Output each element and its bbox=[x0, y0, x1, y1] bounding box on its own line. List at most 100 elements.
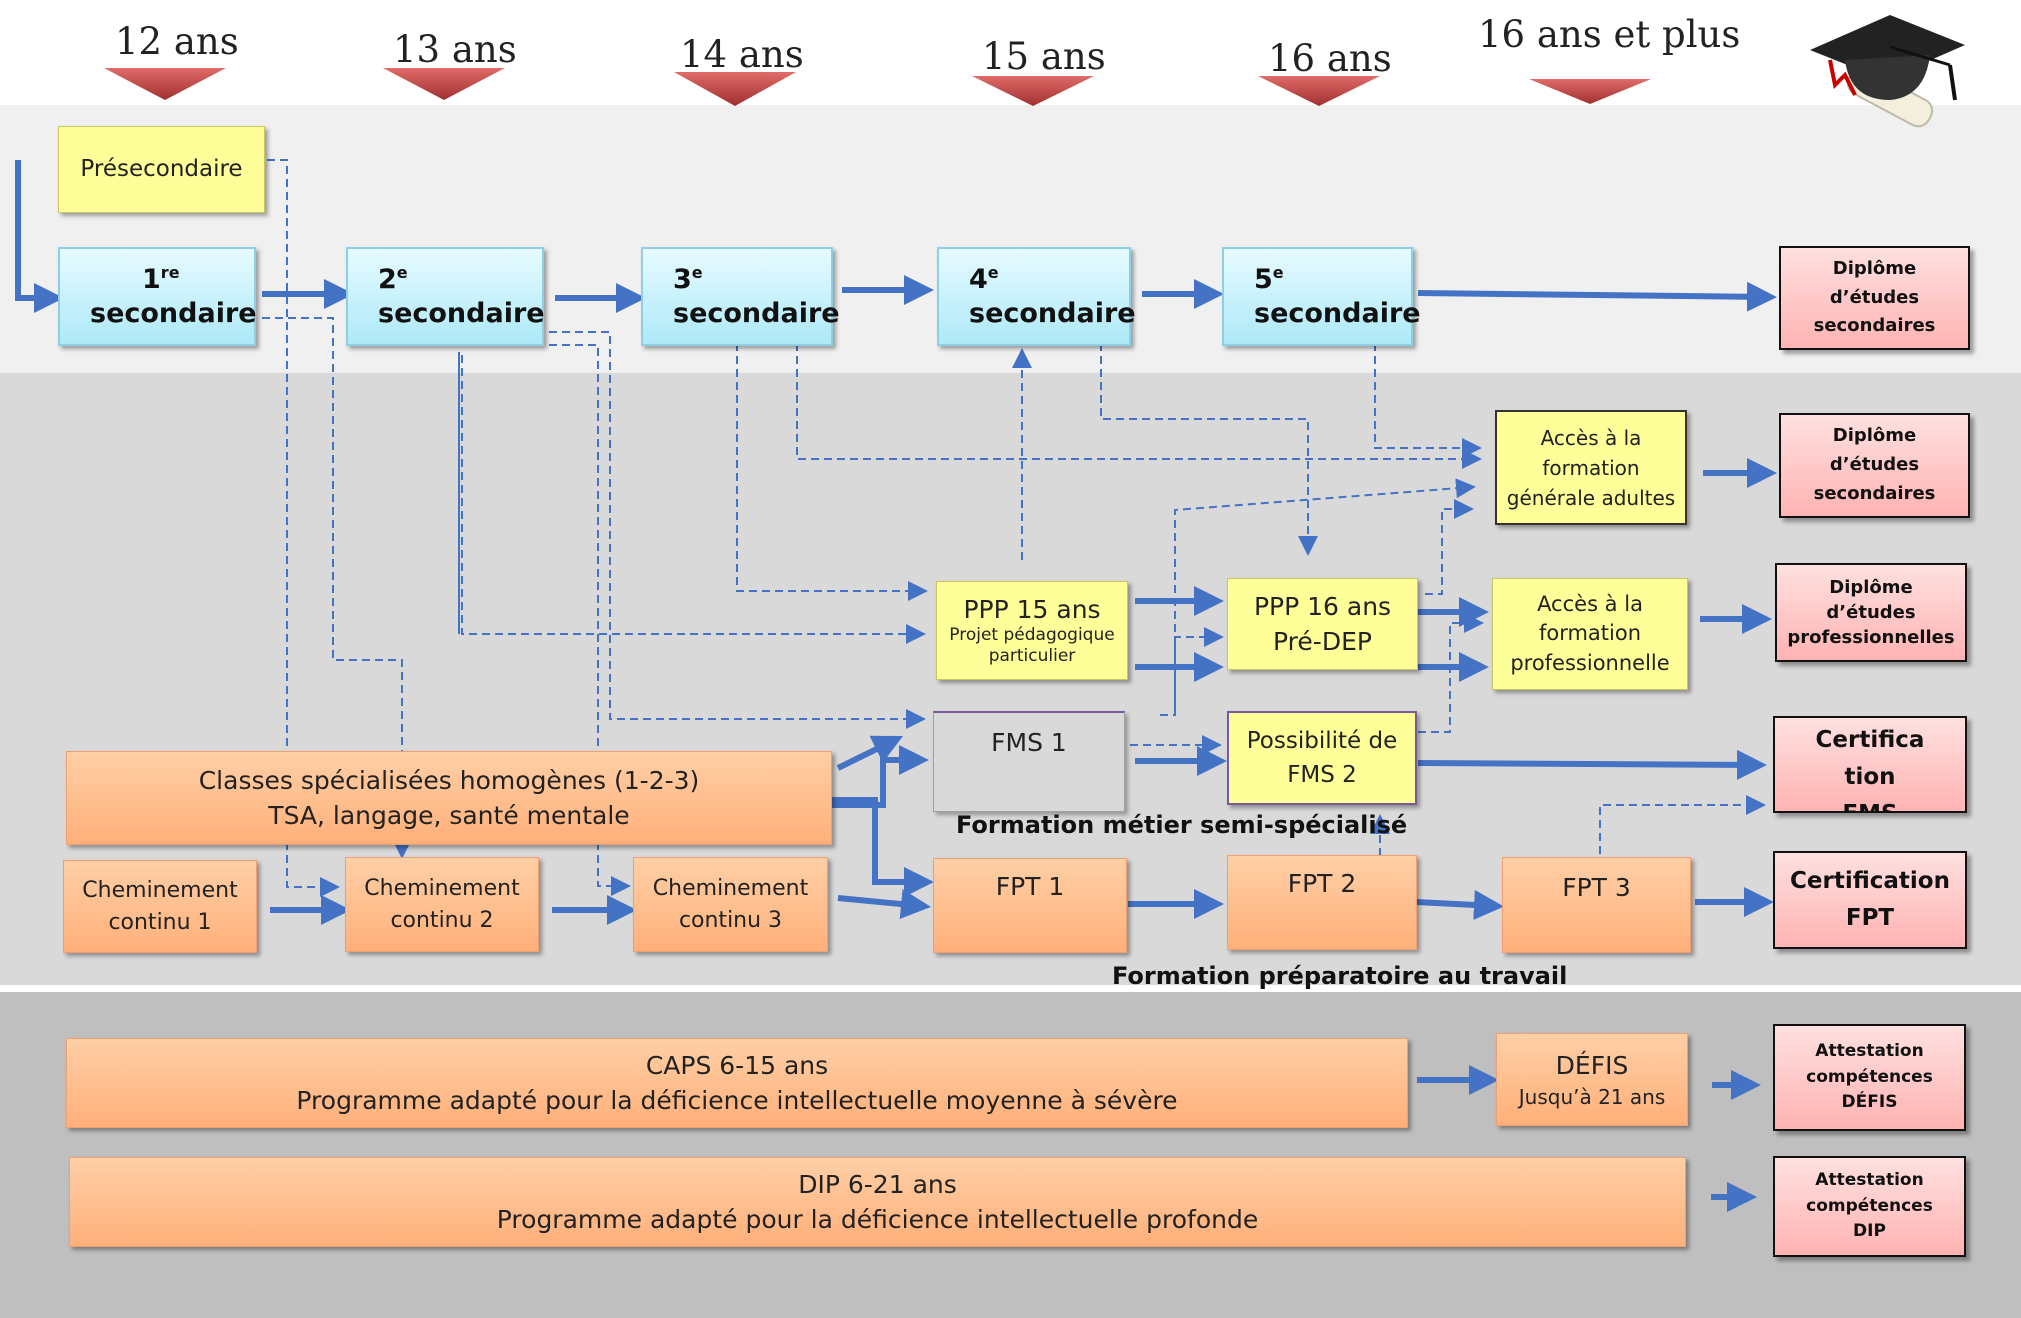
age-16-plus: 16 ans et plus bbox=[1478, 13, 1741, 56]
fpt3-label: FPT 3 bbox=[1562, 873, 1631, 902]
cheminement-line: continu 1 bbox=[108, 909, 212, 935]
grade-3-label: secondaire bbox=[673, 297, 840, 329]
ppp15-sub: particulier bbox=[988, 646, 1076, 667]
caps-line: CAPS 6-15 ans bbox=[645, 1051, 829, 1080]
caps-box: CAPS 6-15 ans Programme adapté pour la d… bbox=[66, 1038, 1408, 1128]
certification-fms: Certifica tion FMS bbox=[1773, 716, 1967, 813]
diploma-des-2: Diplôme d’études secondaires bbox=[1779, 413, 1970, 518]
grade-5-label: secondaire bbox=[1254, 297, 1421, 329]
grade-2-sup: e bbox=[396, 262, 408, 282]
acces-line: Accès à la bbox=[1540, 425, 1642, 450]
diploma-line: Attestation bbox=[1815, 1170, 1924, 1191]
grade-4-num: 4 bbox=[969, 263, 988, 295]
ppp15-sub: Projet pédagogique bbox=[949, 624, 1115, 645]
diploma-line: Attestation bbox=[1815, 1041, 1924, 1062]
grade-4-label: secondaire bbox=[969, 297, 1136, 329]
fpt1-label: FPT 1 bbox=[995, 872, 1065, 901]
fpt-section-label: Formation préparatoire au travail bbox=[1112, 962, 1568, 990]
ppp16-sub: Pré-DEP bbox=[1273, 627, 1372, 656]
diploma-line: FMS bbox=[1842, 796, 1897, 811]
grade-5-num: 5 bbox=[1254, 263, 1273, 295]
age-16: 16 ans bbox=[1268, 37, 1392, 80]
diploma-line: secondaires bbox=[1813, 315, 1936, 337]
acces-line: Accès à la bbox=[1537, 591, 1643, 616]
acces-line: générale adultes bbox=[1506, 485, 1676, 510]
cheminement-line: continu 2 bbox=[390, 907, 494, 933]
diploma-line: Certification bbox=[1790, 868, 1950, 895]
ppp16-title: PPP 16 ans bbox=[1253, 592, 1392, 621]
grade-2-num: 2 bbox=[378, 263, 397, 295]
classes-line: TSA, langage, santé mentale bbox=[268, 801, 630, 830]
defis-sub: Jusqu’à 21 ans bbox=[1518, 1085, 1666, 1109]
age-arrow bbox=[1529, 79, 1651, 104]
age-arrow bbox=[1258, 76, 1380, 106]
acces-fga-box: Accès à la formation générale adultes bbox=[1495, 410, 1687, 525]
defis-box: DÉFIS Jusqu’à 21 ans bbox=[1496, 1033, 1688, 1126]
diploma-line: FPT bbox=[1845, 905, 1895, 931]
fms1-box: FMS 1 bbox=[933, 711, 1125, 812]
grade-3-box: 3e secondaire bbox=[641, 247, 840, 346]
ppp15-box: PPP 15 ans Projet pédagogique particulie… bbox=[936, 581, 1128, 680]
grade-2-box: 2e secondaire bbox=[346, 247, 545, 346]
grade-4-sup: e bbox=[987, 262, 999, 282]
ppp15-title: PPP 15 ans bbox=[963, 594, 1101, 624]
certification-fpt: Certification FPT bbox=[1773, 851, 1967, 949]
fms2-line: Possibilité de bbox=[1246, 727, 1398, 754]
diploma-line: Diplôme bbox=[1832, 425, 1917, 447]
diploma-line: DÉFIS bbox=[1841, 1092, 1898, 1113]
diploma-line: compétences bbox=[1806, 1195, 1933, 1216]
grade-5-box: 5e secondaire bbox=[1222, 247, 1421, 346]
dip-line: DIP 6-21 ans bbox=[798, 1170, 957, 1199]
cheminement-line: Cheminement bbox=[364, 875, 520, 901]
cheminement-1-box: Cheminement continu 1 bbox=[63, 860, 257, 953]
grade-2-label: secondaire bbox=[378, 297, 545, 329]
acces-line: formation bbox=[1538, 621, 1642, 646]
cheminement-line: continu 3 bbox=[678, 907, 783, 933]
acces-fp-box: Accès à la formation professionnelle bbox=[1492, 578, 1688, 690]
grade-1-num: 1 bbox=[142, 263, 161, 295]
cheminement-line: Cheminement bbox=[652, 875, 809, 901]
diploma-line: d’études bbox=[1826, 601, 1916, 623]
fpt2-box: FPT 2 bbox=[1227, 855, 1417, 950]
diploma-line: Diplôme bbox=[1829, 576, 1913, 598]
age-14: 14 ans bbox=[680, 33, 804, 76]
age-arrow bbox=[383, 68, 505, 100]
diploma-line: d’études bbox=[1829, 454, 1920, 476]
cheminement-line: Cheminement bbox=[82, 877, 238, 903]
graduation-cap-diploma-icon bbox=[1810, 15, 1965, 128]
grade-3-sup: e bbox=[691, 262, 703, 282]
attestation-defis: Attestation compétences DÉFIS bbox=[1773, 1024, 1966, 1131]
fpt2-label: FPT 2 bbox=[1287, 869, 1357, 898]
acces-line: formation bbox=[1542, 455, 1640, 480]
diploma-line: compétences bbox=[1806, 1066, 1933, 1087]
diploma-dep: Diplôme d’études professionnelles bbox=[1775, 563, 1967, 662]
attestation-dip: Attestation compétences DIP bbox=[1773, 1156, 1966, 1257]
diploma-line: tion bbox=[1844, 763, 1896, 790]
cheminement-3-box: Cheminement continu 3 bbox=[633, 857, 828, 952]
dip-line: Programme adapté pour la déficience inte… bbox=[496, 1205, 1259, 1234]
fms2-line: FMS 2 bbox=[1287, 762, 1357, 788]
fms2-box: Possibilité de FMS 2 bbox=[1227, 711, 1417, 805]
grade-4-box: 4e secondaire bbox=[937, 247, 1136, 346]
defis-title: DÉFIS bbox=[1555, 1051, 1629, 1080]
cheminement-2-box: Cheminement continu 2 bbox=[345, 857, 539, 952]
diploma-line: Diplôme bbox=[1832, 257, 1917, 279]
dip-box: DIP 6-21 ans Programme adapté pour la dé… bbox=[69, 1157, 1686, 1247]
fpt1-box: FPT 1 bbox=[933, 858, 1127, 953]
grade-1-sup: re bbox=[160, 262, 180, 282]
fms-section-label: Formation métier semi-spécialisé bbox=[956, 811, 1408, 839]
fms1-label: FMS 1 bbox=[991, 728, 1067, 757]
classes-line: Classes spécialisées homogènes (1-2-3) bbox=[198, 766, 700, 795]
acces-line: professionnelle bbox=[1510, 650, 1670, 675]
age-arrow bbox=[972, 76, 1094, 106]
grade-1-label: secondaire bbox=[90, 297, 257, 329]
presecondaire-box: Présecondaire bbox=[58, 126, 265, 213]
age-13: 13 ans bbox=[393, 28, 517, 71]
age-arrow bbox=[674, 72, 796, 106]
diploma-line: Certifica bbox=[1815, 727, 1925, 753]
diploma-line: professionnelles bbox=[1787, 627, 1955, 649]
diploma-line: DIP bbox=[1853, 1221, 1886, 1242]
